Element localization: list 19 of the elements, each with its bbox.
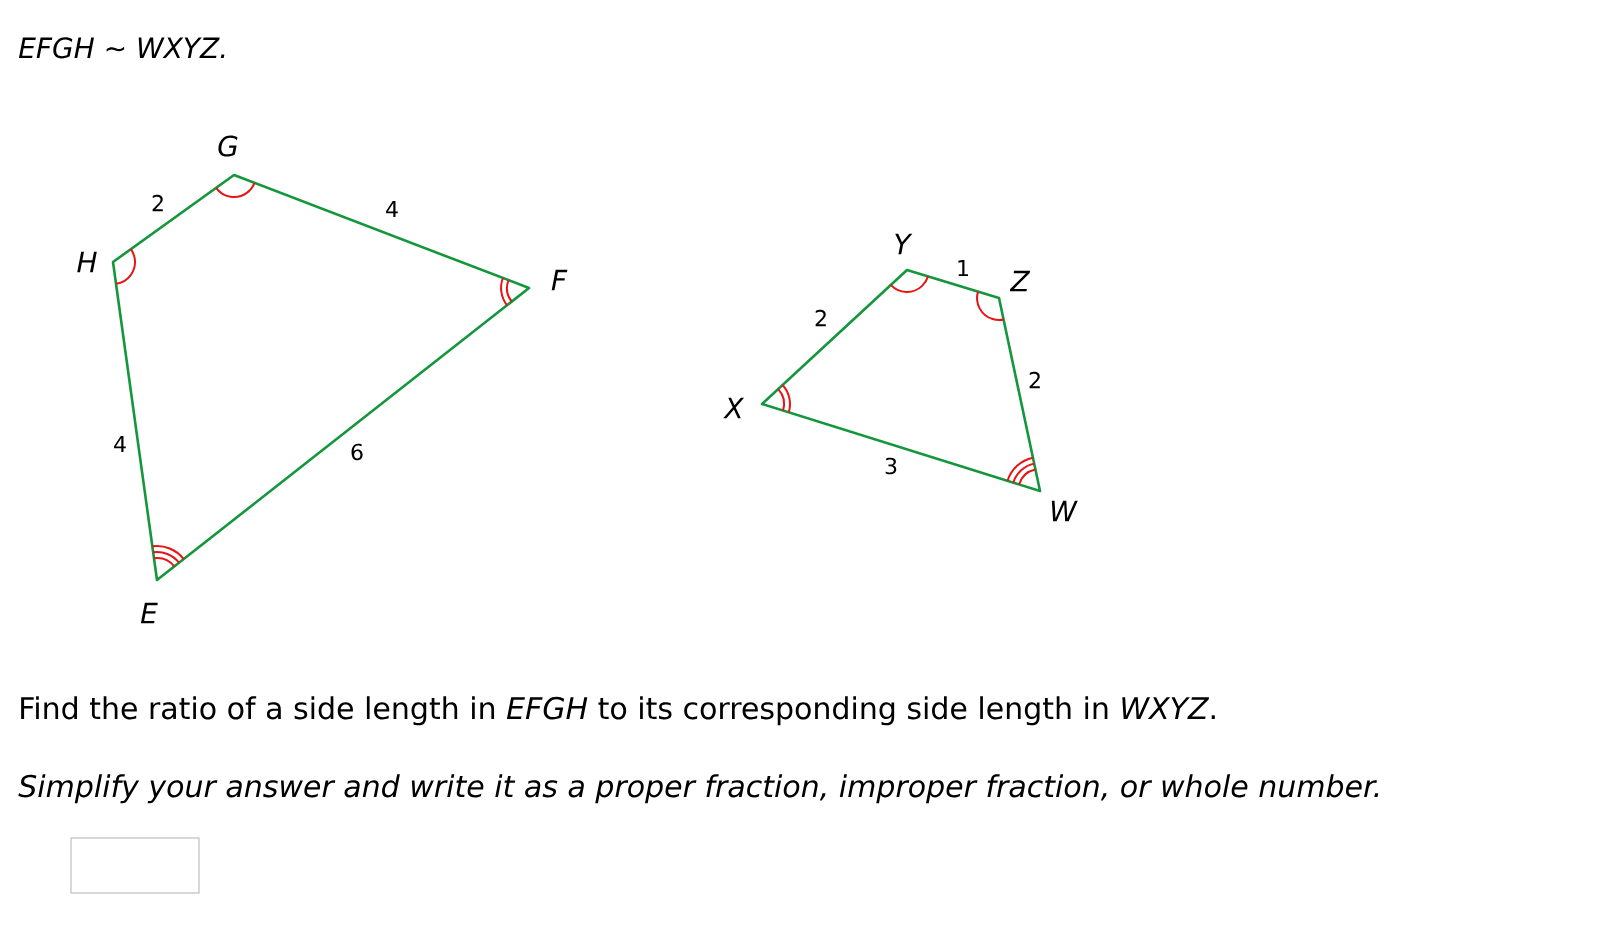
side-length-label: 4 (114, 436, 126, 453)
side-length-label: 2 (815, 309, 826, 327)
vertex-label: X (723, 397, 745, 419)
side-length-label: 6 (351, 443, 363, 461)
side-length-label: 2 (1029, 371, 1040, 389)
side-length-label: 1 (958, 260, 968, 276)
instruction-text: Simplify your answer and write it as a proper fraction, improper fraction, or whole number. (18, 774, 1379, 804)
vertex-label: F (551, 269, 568, 291)
side-length-label: 3 (885, 457, 897, 475)
vertex-label: H (77, 251, 97, 273)
vertex-label: Y (895, 233, 913, 255)
vertex-label: G (218, 135, 238, 157)
side-length-label: 4 (386, 201, 398, 217)
side-length-label: 2 (152, 194, 163, 212)
title: EFGH ∼ WXYZ. (18, 37, 225, 59)
question-text: Find the ratio of a side length in EFGH to its corresponding side length in WXYZ. (21, 696, 1215, 726)
vertex-label: W (1051, 500, 1078, 522)
vertex-label: E (140, 602, 158, 624)
vertex-label: Z (1009, 270, 1031, 292)
